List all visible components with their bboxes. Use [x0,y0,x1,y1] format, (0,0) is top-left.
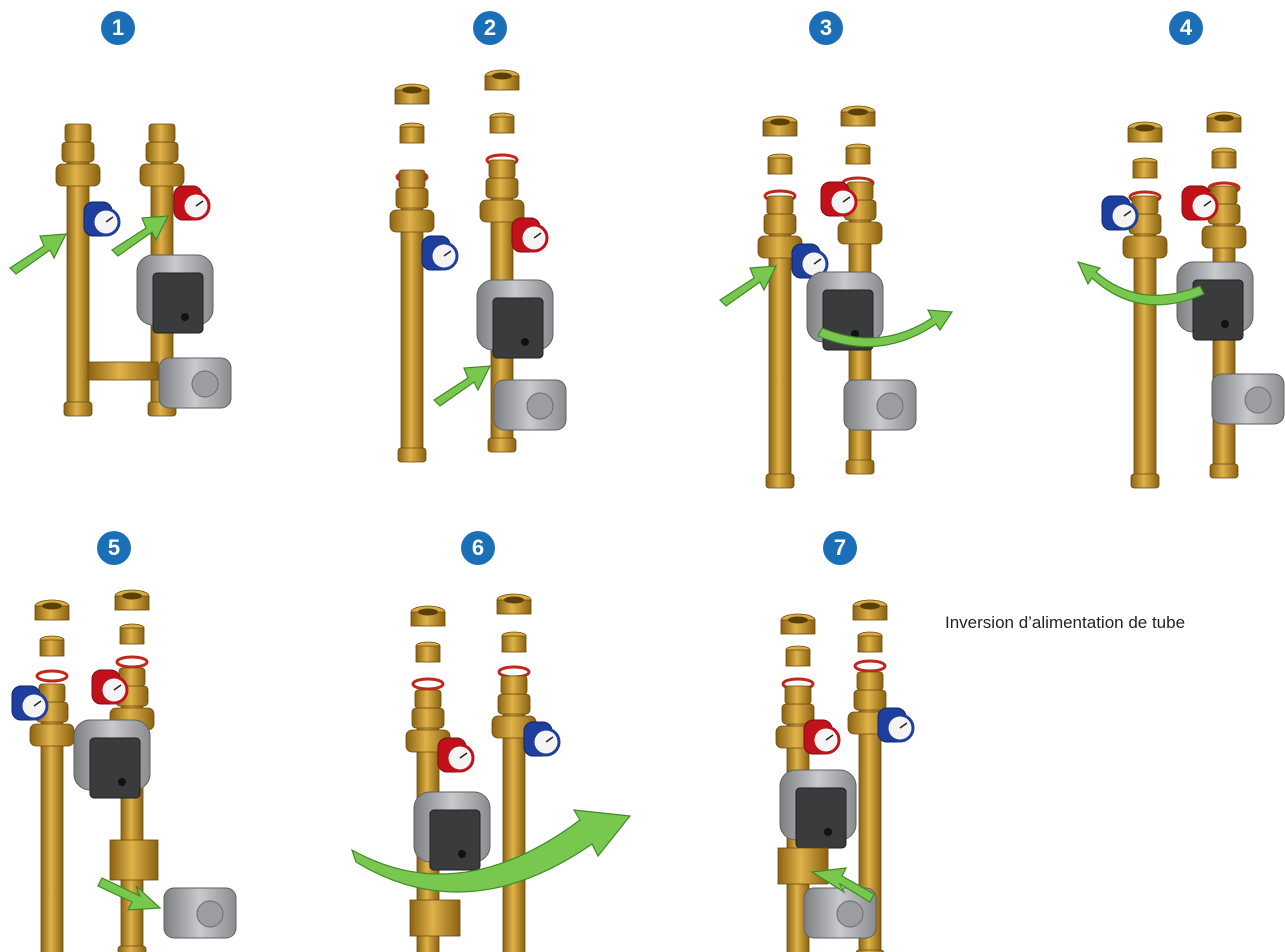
step-4-illustration [1078,112,1284,488]
step-1-illustration [10,124,231,416]
step-3-illustration [720,106,952,488]
step-6-illustration [352,594,630,952]
step-5-illustration [12,590,236,952]
step-7-illustration [776,600,913,952]
step-2-illustration [390,70,566,462]
